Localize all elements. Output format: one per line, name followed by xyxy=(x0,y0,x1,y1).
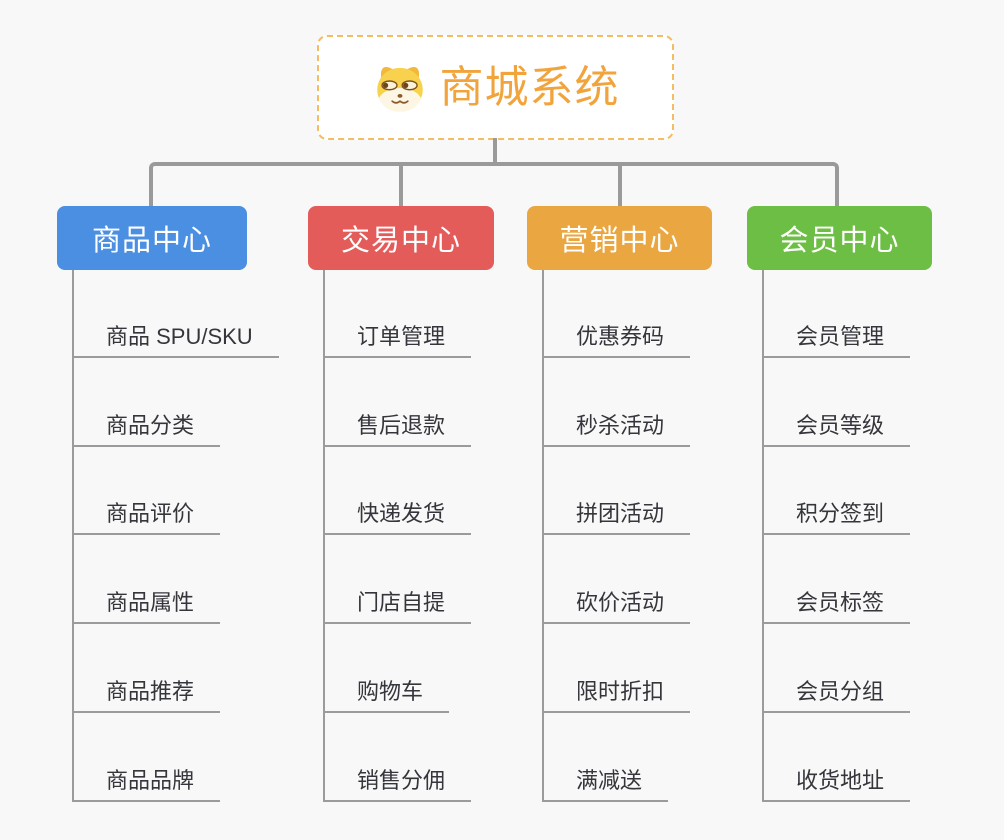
branch-column-product: 商品 SPU/SKU 商品分类 商品评价 商品属性 商品推荐 商品品牌 xyxy=(72,270,314,802)
connector-drop-trade xyxy=(399,162,403,206)
leaf-label: 商品属性 xyxy=(106,590,195,615)
leaf-label: 砍价活动 xyxy=(576,590,665,615)
leaf-node[interactable]: 会员分组 xyxy=(764,679,911,713)
leaf-node[interactable]: 门店自提 xyxy=(325,590,472,624)
leaf-label: 购物车 xyxy=(357,679,424,704)
leaf-label: 会员标签 xyxy=(796,590,885,615)
branch-node-member[interactable]: 会员中心 xyxy=(747,206,932,270)
dog-icon xyxy=(372,60,428,116)
leaf-label: 积分签到 xyxy=(796,501,885,526)
leaf-label: 满减送 xyxy=(576,768,643,793)
branch-column-member: 会员管理 会员等级 积分签到 会员标签 会员分组 收货地址 xyxy=(762,270,1004,802)
leaf-node[interactable]: 商品分类 xyxy=(74,413,221,447)
leaf-node[interactable]: 售后退款 xyxy=(325,413,472,447)
leaf-label: 会员分组 xyxy=(796,679,885,704)
leaf-node[interactable]: 砍价活动 xyxy=(544,590,691,624)
branch-node-trade[interactable]: 交易中心 xyxy=(308,206,494,270)
branch-node-marketing[interactable]: 营销中心 xyxy=(527,206,712,270)
leaf-node[interactable]: 会员标签 xyxy=(764,590,911,624)
root-node[interactable]: 商城系统 xyxy=(317,35,674,140)
leaf-label: 拼团活动 xyxy=(576,501,665,526)
leaf-node[interactable]: 会员管理 xyxy=(764,324,911,358)
leaf-node[interactable]: 购物车 xyxy=(325,679,450,713)
connector-drop-marketing xyxy=(618,162,622,206)
branch-label: 会员中心 xyxy=(779,225,900,257)
leaf-node[interactable]: 销售分佣 xyxy=(325,768,472,802)
leaf-node[interactable]: 快递发货 xyxy=(325,501,472,535)
branch-column-marketing: 优惠券码 秒杀活动 拼团活动 砍价活动 限时折扣 满减送 xyxy=(542,270,784,802)
root-stem-connector xyxy=(493,138,497,164)
leaf-node[interactable]: 商品 SPU/SKU xyxy=(74,326,279,358)
branch-node-product[interactable]: 商品中心 xyxy=(57,206,247,270)
leaf-node[interactable]: 积分签到 xyxy=(764,501,911,535)
leaf-label: 秒杀活动 xyxy=(576,413,665,438)
leaf-node[interactable]: 拼团活动 xyxy=(544,501,691,535)
leaf-label: 收货地址 xyxy=(796,768,885,793)
leaf-node[interactable]: 限时折扣 xyxy=(544,679,691,713)
leaf-node[interactable]: 优惠券码 xyxy=(544,324,691,358)
leaf-label: 会员等级 xyxy=(796,413,885,438)
branch-label: 营销中心 xyxy=(559,225,680,257)
leaf-label: 商品评价 xyxy=(106,501,195,526)
leaf-node[interactable]: 满减送 xyxy=(544,768,669,802)
branch-connector-frame xyxy=(149,162,839,206)
branch-label: 交易中心 xyxy=(340,225,461,257)
leaf-node[interactable]: 商品推荐 xyxy=(74,679,221,713)
leaf-label: 销售分佣 xyxy=(357,768,446,793)
leaf-node[interactable]: 商品属性 xyxy=(74,590,221,624)
leaf-label: 商品推荐 xyxy=(106,679,195,704)
leaf-label: 商品分类 xyxy=(106,413,195,438)
leaf-label: 会员管理 xyxy=(796,324,885,349)
leaf-node[interactable]: 收货地址 xyxy=(764,768,911,802)
leaf-label: 订单管理 xyxy=(357,324,446,349)
leaf-label: 优惠券码 xyxy=(576,324,665,349)
leaf-node[interactable]: 秒杀活动 xyxy=(544,413,691,447)
leaf-label: 商品 SPU/SKU xyxy=(106,324,253,349)
leaf-node[interactable]: 商品评价 xyxy=(74,501,221,535)
leaf-label: 售后退款 xyxy=(357,413,446,438)
leaf-label: 商品品牌 xyxy=(106,768,195,793)
root-title: 商城系统 xyxy=(439,62,620,112)
leaf-label: 限时折扣 xyxy=(576,679,665,704)
leaf-label: 门店自提 xyxy=(357,590,446,615)
branch-label: 商品中心 xyxy=(91,225,212,257)
branch-column-trade: 订单管理 售后退款 快递发货 门店自提 购物车 销售分佣 xyxy=(323,270,565,802)
leaf-node[interactable]: 订单管理 xyxy=(325,324,472,358)
leaf-label: 快递发货 xyxy=(357,501,446,526)
leaf-node[interactable]: 会员等级 xyxy=(764,413,911,447)
leaf-node[interactable]: 商品品牌 xyxy=(74,768,221,802)
